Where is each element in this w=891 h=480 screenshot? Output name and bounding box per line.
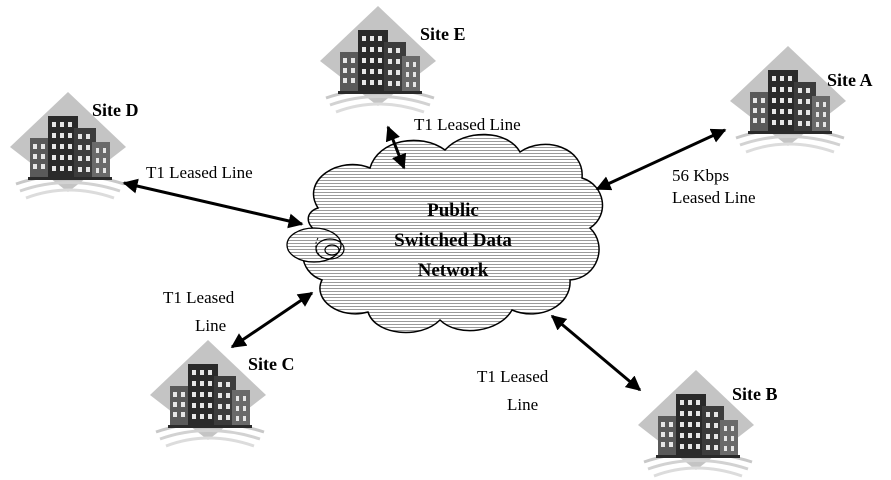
public-network-cloud: Public Switched Data Network bbox=[286, 133, 604, 334]
site-b-label: Site B bbox=[732, 384, 778, 404]
site-b: Site B bbox=[636, 368, 778, 478]
link-d-label: T1 Leased Line bbox=[146, 163, 253, 182]
cloud-shape bbox=[301, 133, 604, 334]
cloud-swirl bbox=[286, 227, 345, 263]
cloud-label-line1: Public bbox=[427, 200, 479, 221]
site-c-label: Site C bbox=[248, 354, 295, 374]
link-c-label-line1: T1 Leased bbox=[163, 288, 235, 307]
link-a-label-line1: 56 Kbps bbox=[672, 166, 729, 185]
site-a: Site A bbox=[728, 44, 873, 154]
site-d: Site D bbox=[8, 90, 139, 200]
building-icon bbox=[728, 44, 848, 154]
link-b-label-line2: Line bbox=[507, 395, 538, 414]
site-d-label: Site D bbox=[92, 100, 139, 120]
site-e: Site E bbox=[318, 4, 466, 114]
cloud-label-line3: Network bbox=[418, 260, 489, 281]
site-e-label: Site E bbox=[420, 24, 466, 44]
site-a-label: Site A bbox=[827, 70, 873, 90]
link-a-label-line2: Leased Line bbox=[672, 188, 756, 207]
link-e-label: T1 Leased Line bbox=[414, 115, 521, 134]
link-b-arrow bbox=[550, 314, 642, 392]
link-e-arrow bbox=[385, 125, 407, 170]
site-c: Site C bbox=[148, 338, 295, 448]
link-d-arrow bbox=[122, 178, 304, 229]
cloud-label-line2: Switched Data bbox=[394, 230, 512, 251]
link-c-label-line2: Line bbox=[195, 316, 226, 335]
link-c-arrow bbox=[230, 291, 314, 349]
building-icon bbox=[318, 4, 438, 114]
link-a-arrow bbox=[595, 128, 727, 191]
link-b-label-line1: T1 Leased bbox=[477, 367, 549, 386]
